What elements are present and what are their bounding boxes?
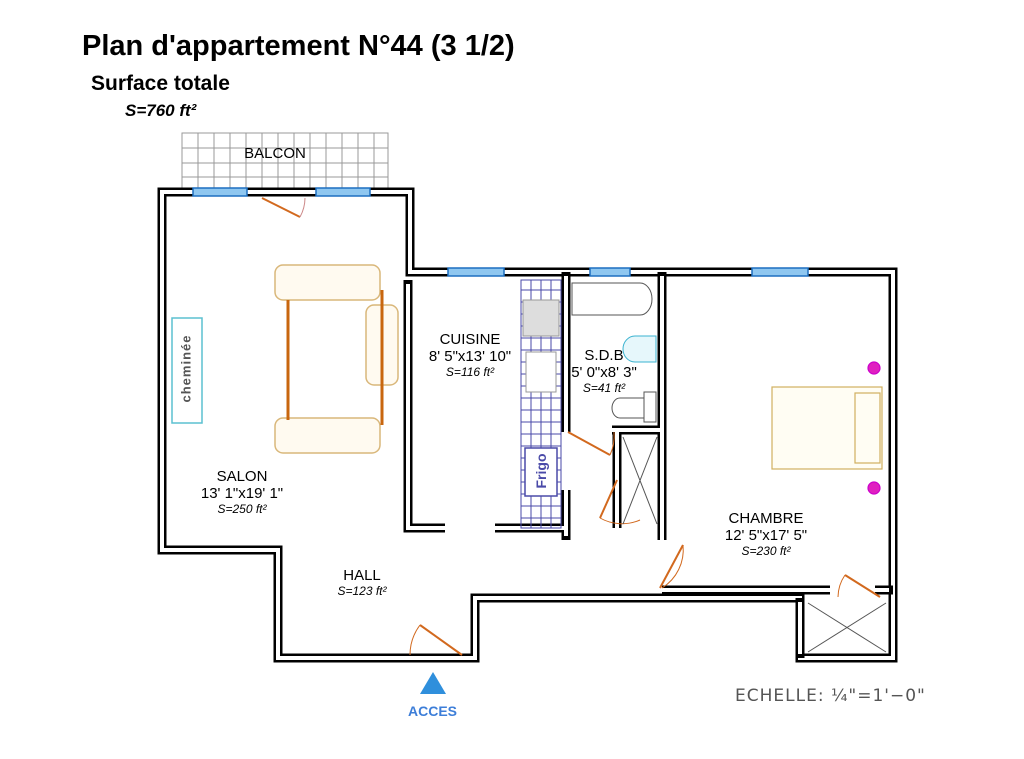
balcony <box>181 132 389 192</box>
room-name: SALON <box>216 468 268 485</box>
room-surface: S=123 ft² <box>337 584 387 598</box>
room-chambre: CHAMBRE 12' 5"x17' 5" S=230 ft² <box>725 510 807 558</box>
fridge-label: Frigo <box>533 453 549 489</box>
surface-heading: Surface totale <box>91 72 230 95</box>
room-hall: HALL S=123 ft² <box>337 567 386 598</box>
room-name: S.D.B <box>584 347 624 364</box>
sofas <box>274 264 399 454</box>
room-salon: SALON 13' 1"x19' 1" S=250 ft² <box>201 468 283 516</box>
total-surface: S=760 ft² <box>125 101 197 120</box>
room-surface: S=230 ft² <box>741 544 791 558</box>
room-dims: 13' 1"x19' 1" <box>200 485 284 502</box>
fireplace-label: cheminée <box>178 334 194 403</box>
room-surface: S=41 ft² <box>582 381 626 395</box>
kitchen-counter <box>520 279 562 529</box>
fireplace <box>171 317 203 424</box>
bathroom-fixtures <box>571 282 887 653</box>
room-sdb: S.D.B 5' 0"x8' 3" S=41 ft² <box>571 347 637 395</box>
room-surface: S=116 ft² <box>445 365 495 379</box>
room-name: BALCON <box>244 145 306 162</box>
windows <box>192 187 809 277</box>
room-name: CHAMBRE <box>728 510 804 527</box>
room-name: CUISINE <box>439 331 501 348</box>
entrance-label[interactable]: ACCES <box>408 703 458 719</box>
room-name: HALL <box>343 567 381 584</box>
room-surface: S=250 ft² <box>217 502 267 516</box>
plan-title: Plan d'appartement N°44 (3 1/2) <box>82 30 515 62</box>
room-dims: 12' 5"x17' 5" <box>724 527 808 544</box>
doors <box>261 197 881 656</box>
room-balcon: BALCON <box>244 145 306 162</box>
room-cuisine: CUISINE 8' 5"x13' 10" S=116 ft² <box>429 331 511 379</box>
room-dims: 8' 5"x13' 10" <box>428 348 512 365</box>
bed <box>771 361 883 495</box>
access-arrow-icon[interactable] <box>420 672 446 694</box>
scale-label: ECHELLE: ¼"=1'−0" <box>735 686 926 706</box>
room-dims: 5' 0"x8' 3" <box>571 364 637 381</box>
